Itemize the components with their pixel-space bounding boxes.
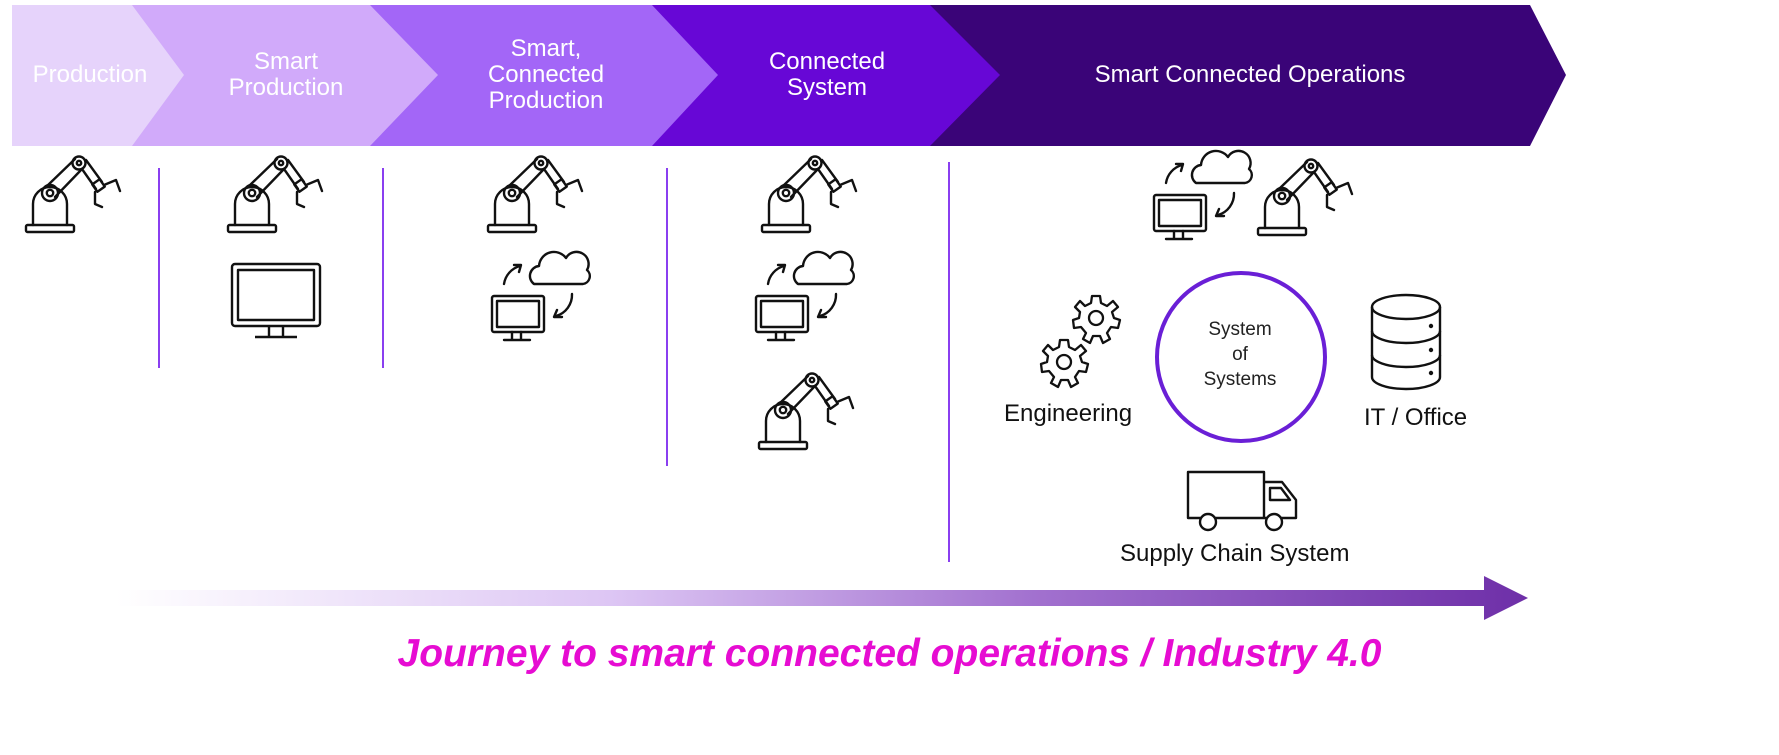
robot-arm-icon: [1256, 158, 1356, 238]
robot-arm-icon: [486, 155, 586, 235]
engineering-label: Engineering: [1004, 400, 1133, 427]
cloud-sync-icon: [490, 244, 592, 344]
it-office-label: IT / Office: [1364, 404, 1468, 431]
stage-1-label: Production: [32, 61, 148, 88]
database-icon: [1370, 293, 1444, 393]
divider-3: [666, 168, 668, 466]
system-of-systems-label: System of Systems: [1203, 319, 1277, 390]
robot-arm-icon: [226, 155, 326, 235]
truck-icon: [1186, 470, 1302, 534]
stage-3-chevron: [368, 5, 718, 146]
system-of-systems-ring: [1154, 271, 1328, 443]
stage-4-chevron: [650, 5, 1000, 146]
journey-caption: Journey to smart connected operations / …: [397, 632, 1382, 675]
divider-2: [382, 168, 384, 368]
stage-2-label: Smart Production: [228, 48, 344, 101]
robot-arm-icon: [757, 372, 857, 452]
stage-4-label: Connected System: [768, 48, 886, 101]
stage-3-label: Smart, Connected Production: [487, 35, 605, 114]
stage-1-chevron: [12, 5, 184, 146]
monitor-icon: [230, 262, 323, 341]
divider-4: [948, 162, 950, 562]
gears-icon: [1030, 290, 1130, 390]
divider-1: [158, 168, 160, 368]
cloud-sync-icon: [754, 244, 856, 344]
cloud-sync-icon: [1152, 143, 1254, 243]
supply-chain-label: Supply Chain System: [1120, 540, 1350, 567]
stage-5-chevron: [928, 5, 1566, 146]
stage-banner: [12, 5, 1566, 146]
journey-arrow: [116, 576, 1528, 620]
robot-arm-icon: [760, 155, 860, 235]
stage-5-label: Smart Connected Operations: [1094, 61, 1406, 88]
stage-2-chevron: [130, 5, 438, 146]
robot-arm-icon: [24, 155, 124, 235]
